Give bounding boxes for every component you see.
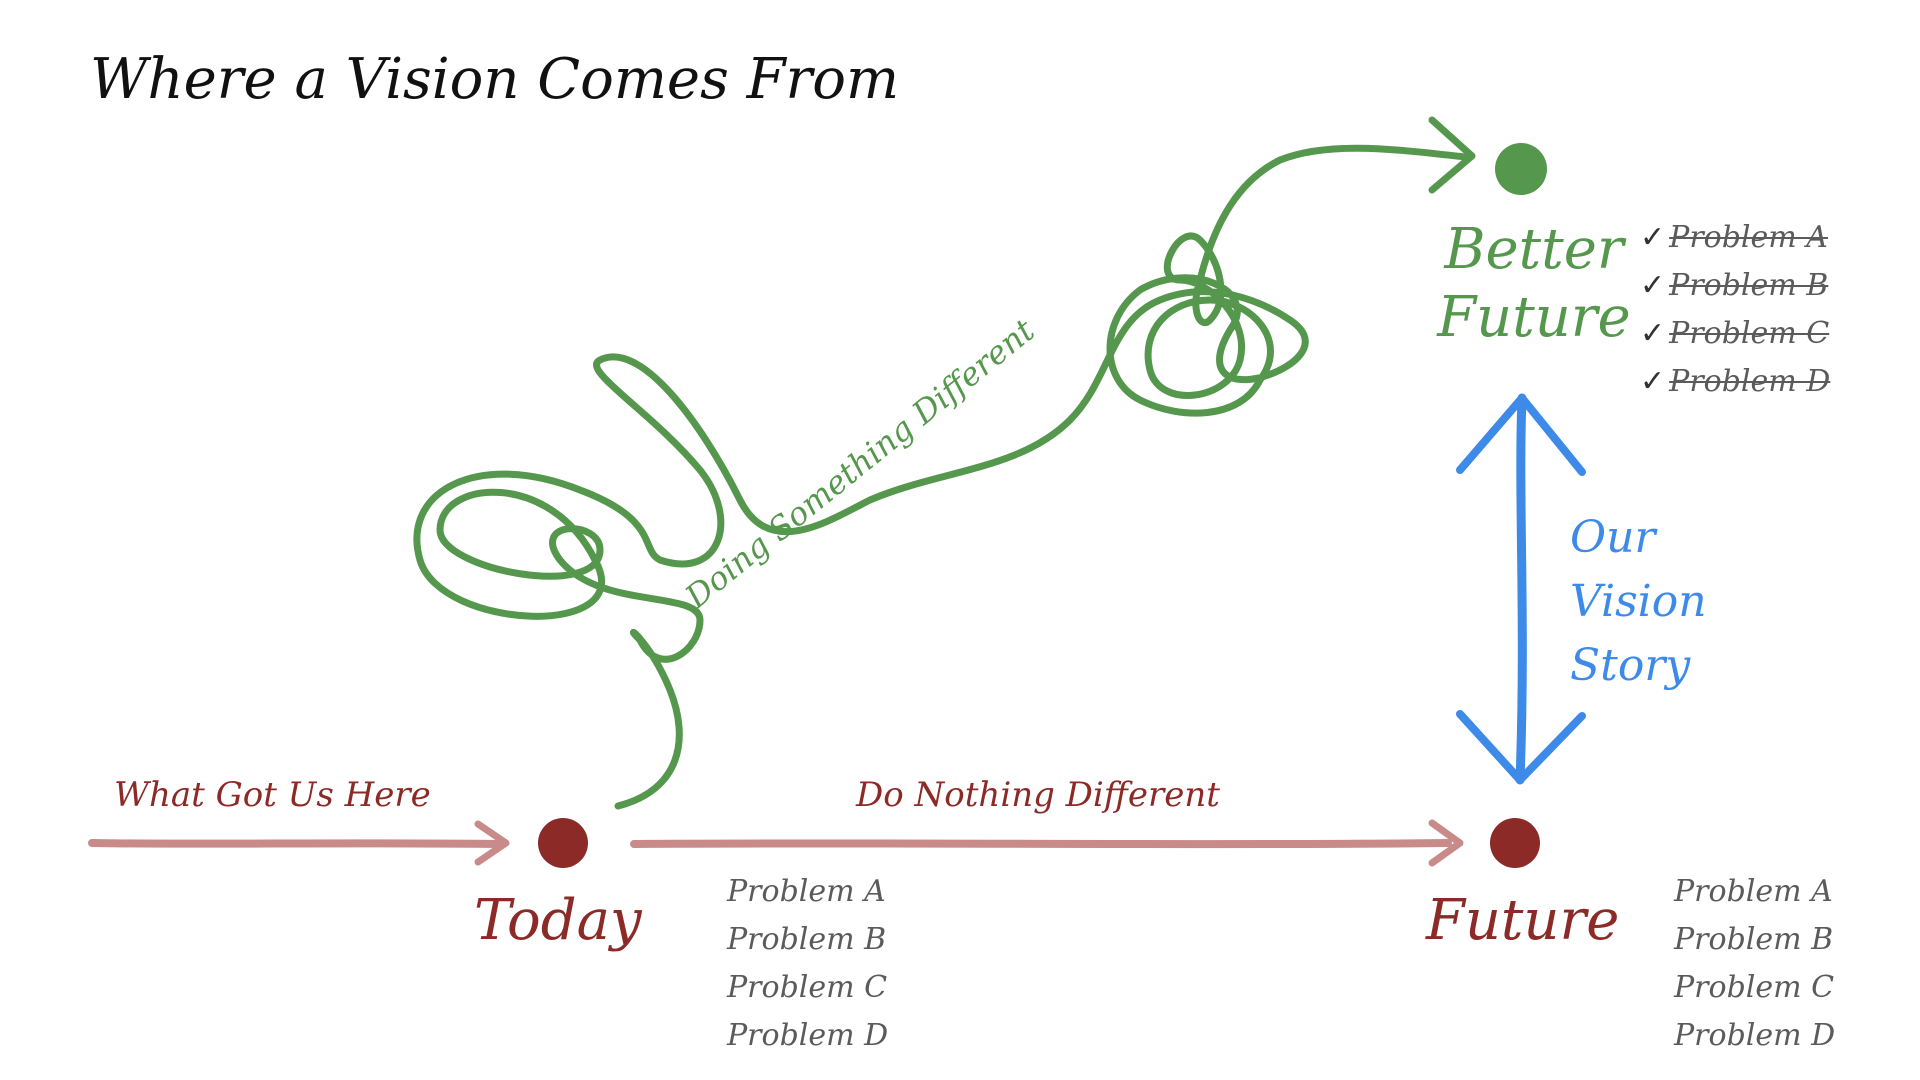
better-future-problems-list: ✓Problem A ✓Problem B ✓Problem C ✓Proble… <box>1640 214 1830 406</box>
future-dot <box>1490 818 1540 868</box>
future-problems-list: Problem A Problem B Problem C Problem D <box>1674 868 1835 1060</box>
check-icon: ✓ <box>1640 316 1666 351</box>
label-our-vision-story: Our Vision Story <box>1570 506 1707 697</box>
label-what-got-us-here: What Got Us Here <box>114 775 431 815</box>
today-problem-item: Problem A <box>727 874 886 909</box>
label-today: Today <box>474 888 642 953</box>
today-problems-list: Problem A Problem B Problem C Problem D <box>727 868 888 1060</box>
label-better-future: Better Future <box>1424 216 1644 353</box>
better-future-problem-item: ✓Problem C <box>1640 310 1830 358</box>
arrow-what-got-us-here <box>88 820 510 866</box>
today-dot <box>538 818 588 868</box>
better-future-problem-item: ✓Problem A <box>1640 214 1830 262</box>
better-future-dot <box>1495 143 1547 195</box>
check-icon: ✓ <box>1640 364 1666 399</box>
future-problem-item: Problem D <box>1674 1018 1836 1053</box>
check-icon: ✓ <box>1640 220 1666 255</box>
today-problem-item: Problem B <box>727 922 887 957</box>
solved-problem-label: Problem B <box>1669 268 1829 303</box>
label-future: Future <box>1426 888 1620 953</box>
squiggle-doing-something-different <box>413 116 1476 810</box>
better-future-problem-item: ✓Problem D <box>1640 358 1830 406</box>
solved-problem-label: Problem D <box>1669 364 1831 399</box>
check-icon: ✓ <box>1640 268 1666 303</box>
solved-problem-label: Problem C <box>1669 316 1830 351</box>
label-our-vision-story-line-1: Our <box>1570 512 1656 563</box>
future-problem-item: Problem C <box>1674 970 1835 1005</box>
page-title: Where a Vision Comes From <box>90 47 900 112</box>
label-our-vision-story-line-2: Vision <box>1570 575 1707 627</box>
arrow-our-vision-story <box>1456 393 1586 785</box>
label-our-vision-story-line-3: Story <box>1570 639 1691 691</box>
today-problem-item: Problem C <box>727 970 888 1005</box>
solved-problem-label: Problem A <box>1669 220 1828 255</box>
label-do-nothing-different: Do Nothing Different <box>856 775 1220 815</box>
better-future-problem-item: ✓Problem B <box>1640 262 1830 310</box>
future-problem-item: Problem B <box>1674 922 1834 957</box>
future-problem-item: Problem A <box>1674 874 1833 909</box>
label-better-future-line-2: Future <box>1437 285 1631 351</box>
arrow-do-nothing-different <box>630 819 1464 867</box>
label-better-future-line-1: Better <box>1444 217 1624 282</box>
today-problem-item: Problem D <box>727 1018 889 1053</box>
